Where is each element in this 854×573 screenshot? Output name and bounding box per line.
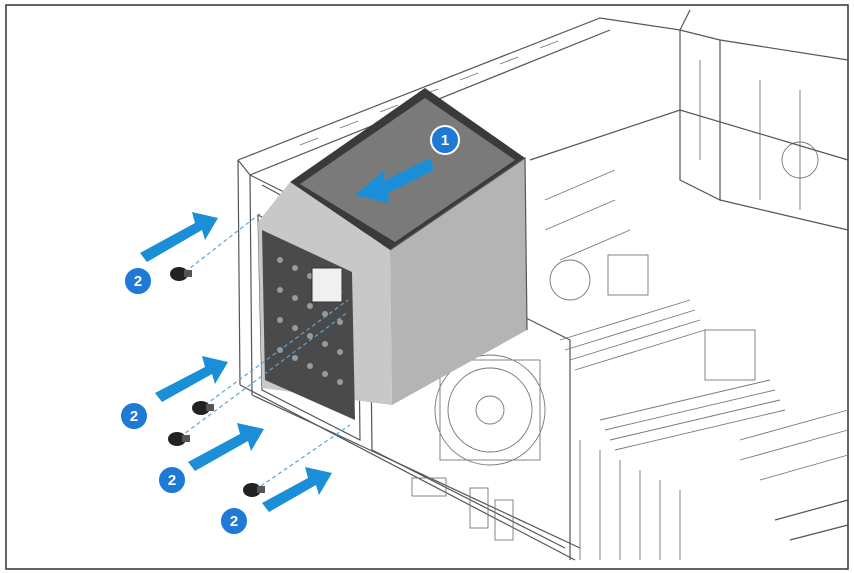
- image-frame: [5, 4, 849, 570]
- direction-arrow-icon: [140, 212, 218, 262]
- step-2-number: 2: [168, 472, 176, 489]
- step-2-number: 2: [134, 273, 142, 290]
- screw-icon: [168, 432, 190, 446]
- direction-arrow-icon: [355, 158, 434, 203]
- step-2-badge: 2: [123, 266, 153, 296]
- screw-icon: [243, 483, 265, 497]
- power-supply-unit: [258, 88, 528, 420]
- direction-arrow-icon: [155, 356, 228, 402]
- direction-arrow-icon: [262, 467, 332, 512]
- step-2-number: 2: [230, 513, 238, 530]
- screw-icon: [192, 401, 214, 415]
- step-2-badge: 2: [119, 401, 149, 431]
- psu-side-face: [390, 158, 527, 405]
- step-1-number: 1: [441, 132, 449, 149]
- step-2-number: 2: [130, 408, 138, 425]
- screw-icon: [170, 267, 192, 281]
- step-1-badge: 1: [430, 125, 460, 155]
- step-2-badge: 2: [157, 465, 187, 495]
- psu-power-socket: [311, 267, 343, 303]
- direction-arrow-icon: [188, 423, 264, 471]
- step-2-badge: 2: [219, 506, 249, 536]
